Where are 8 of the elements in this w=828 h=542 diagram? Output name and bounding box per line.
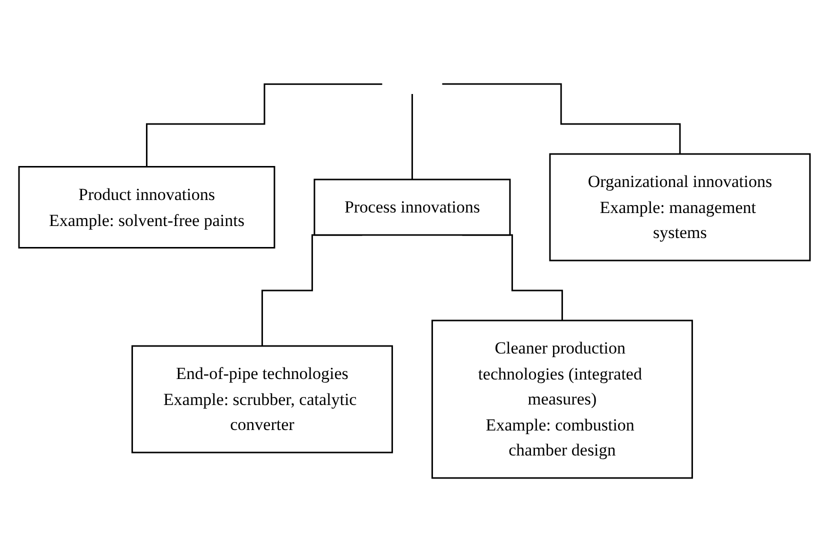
node-box: End-of-pipe technologies Example: scrubber, catalytic converter [130, 345, 392, 454]
connector [442, 83, 680, 155]
node-box: Organizational innovations Example: management systems [548, 153, 810, 262]
node-box: Cleaner production technologies (integrated measures) Example: combustion chamber design [430, 320, 692, 479]
connector [410, 93, 412, 180]
connector [145, 83, 382, 168]
node-box: Product innovations Example: solvent-free paints [18, 166, 275, 248]
node-box: Process innovations [313, 178, 510, 236]
